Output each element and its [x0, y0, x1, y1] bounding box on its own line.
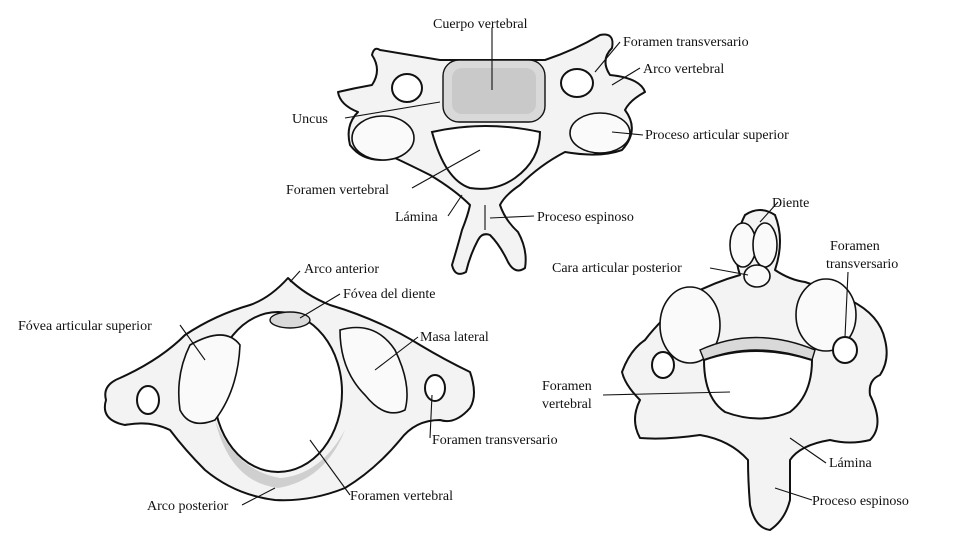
atlas-vertebra: [105, 278, 474, 500]
label-lamina-axis: Lámina: [829, 456, 873, 471]
label-foramen-vertebral-top: Foramen vertebral: [286, 183, 389, 198]
label-arco-vertebral: Arco vertebral: [643, 62, 724, 77]
label-foramen-vertebral-axis-2: vertebral: [542, 397, 592, 412]
dens-fovea: [270, 312, 310, 328]
label-proceso-espinoso-top: Proceso espinoso: [537, 210, 634, 225]
vertebral-body-surface: [452, 68, 536, 114]
atlas-transverse-foramen-left: [137, 386, 159, 414]
label-proceso-espinoso-axis: Proceso espinoso: [812, 494, 909, 509]
axis-transverse-foramen-right: [833, 337, 857, 363]
transverse-foramen-left: [392, 74, 422, 102]
label-lamina-top: Lámina: [395, 210, 439, 225]
label-cuerpo-vertebral: Cuerpo vertebral: [433, 17, 528, 32]
label-foramen-transversario-axis-1: Foramen: [830, 239, 880, 254]
label-foramen-vertebral-axis-1: Foramen: [542, 379, 592, 394]
label-fovea-del-diente: Fóvea del diente: [343, 287, 436, 302]
label-fovea-articular-superior: Fóvea articular superior: [18, 319, 152, 334]
atlas-vertebral-foramen: [214, 312, 342, 472]
label-masa-lateral: Masa lateral: [420, 330, 489, 345]
label-foramen-transversario-axis-2: transversario: [826, 257, 898, 272]
label-diente: Diente: [772, 196, 809, 211]
label-proceso-articular-superior: Proceso articular superior: [645, 128, 789, 143]
axis-transverse-foramen-left: [652, 352, 674, 378]
dens-facet-right: [753, 223, 777, 267]
label-arco-posterior: Arco posterior: [147, 499, 229, 514]
label-arco-anterior: Arco anterior: [304, 262, 379, 277]
label-uncus: Uncus: [292, 112, 328, 127]
label-foramen-transversario-atlas: Foramen transversario: [432, 433, 558, 448]
posterior-articular-face: [744, 265, 770, 287]
articular-process-left: [352, 116, 414, 160]
label-cara-articular-posterior: Cara articular posterior: [552, 261, 682, 276]
atlas-transverse-foramen-right: [425, 375, 445, 401]
transverse-foramen-right: [561, 69, 593, 97]
dens-facet-left: [730, 223, 756, 267]
label-foramen-vertebral-atlas: Foramen vertebral: [350, 489, 453, 504]
label-foramen-transversario-top: Foramen transversario: [623, 35, 749, 50]
